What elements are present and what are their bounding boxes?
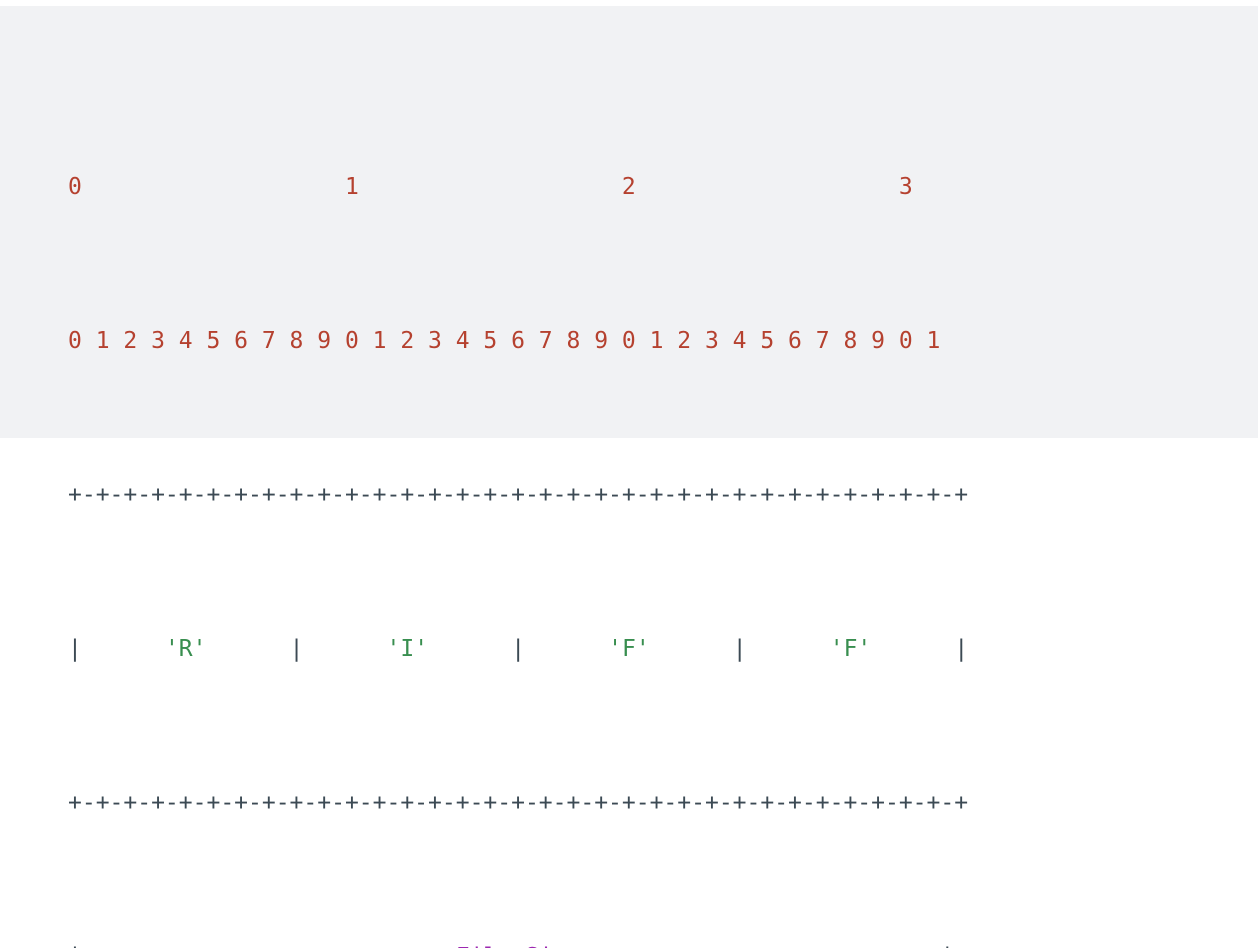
cell-pad: [580, 944, 940, 948]
cell-pad: [650, 636, 733, 662]
cell-pad: [82, 944, 456, 948]
cell-pad: [428, 636, 511, 662]
ruler-units-text: 0 1 2 3 4 5 6 7 8 9 0 1 2 3 4 5 6 7 8 9 …: [68, 328, 940, 354]
packet-diagram: 0 1 2 3 0 1 2 3 4 5 6 7 8 9 0 1 2 3 4 5 …: [68, 52, 968, 948]
pipe-glyph: |: [68, 944, 82, 948]
ruler-decade-line: 0 1 2 3: [68, 168, 968, 207]
pipe-glyph: |: [733, 636, 747, 662]
pipe-glyph: |: [290, 636, 304, 662]
separator-line-top: +-+-+-+-+-+-+-+-+-+-+-+-+-+-+-+-+-+-+-+-…: [68, 476, 968, 515]
char-literal-I: 'I': [387, 636, 429, 662]
ruler-decade-text: 0 1 2 3: [68, 174, 913, 200]
code-block: 0 1 2 3 0 1 2 3 4 5 6 7 8 9 0 1 2 3 4 5 …: [0, 6, 1258, 438]
cell-pad: [871, 636, 954, 662]
separator-text: +-+-+-+-+-+-+-+-+-+-+-+-+-+-+-+-+-+-+-+-…: [68, 482, 968, 508]
char-literal-F1: 'F': [608, 636, 650, 662]
field-label-file-size: File Size: [456, 944, 581, 948]
cell-pad: [525, 636, 608, 662]
cell-pad: [207, 636, 290, 662]
separator-text: +-+-+-+-+-+-+-+-+-+-+-+-+-+-+-+-+-+-+-+-…: [68, 790, 968, 816]
field-row-riff: | 'R' | 'I' | 'F' | 'F' |: [68, 630, 968, 669]
char-literal-R: 'R': [165, 636, 207, 662]
cell-pad: [747, 636, 830, 662]
field-row-file-size: | File Size |: [68, 938, 968, 948]
cell-pad: [303, 636, 386, 662]
pipe-glyph: |: [511, 636, 525, 662]
pipe-glyph: |: [940, 944, 954, 948]
pipe-glyph: |: [68, 636, 82, 662]
pipe-glyph: |: [954, 636, 968, 662]
separator-line-mid-1: +-+-+-+-+-+-+-+-+-+-+-+-+-+-+-+-+-+-+-+-…: [68, 784, 968, 823]
char-literal-F2: 'F': [830, 636, 872, 662]
cell-pad: [82, 636, 165, 662]
ruler-units-line: 0 1 2 3 4 5 6 7 8 9 0 1 2 3 4 5 6 7 8 9 …: [68, 322, 968, 361]
